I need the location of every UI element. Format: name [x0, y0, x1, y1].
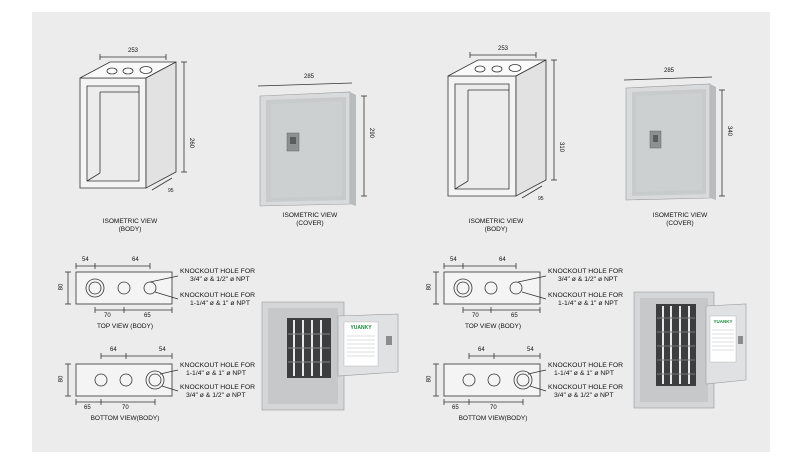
bottom-view-dim-d-2: 70	[490, 405, 497, 411]
body-depth-dimension-2: 95	[538, 196, 544, 202]
bottom-view-dim-c-2: 65	[452, 405, 459, 411]
top-view-dim-c: 70	[104, 313, 111, 319]
bottom-view-dim-a-2: 64	[478, 347, 485, 353]
cover-iso-label-line2: (COVER)	[296, 220, 324, 227]
cover-iso-label-2-line1: ISOMETRIC VIEW	[652, 212, 708, 219]
top-view-knockout-1: KNOCKOUT HOLE FOR 3/4" ø & 1/2" ø NPT	[180, 268, 255, 283]
top-knockout2-line2: 1-1/4" ø & 1" ø NPT	[190, 299, 250, 307]
body-depth-dimension: 95	[168, 188, 174, 194]
bottom-view-knockout-2: KNOCKOUT HOLE FOR 3/4" ø & 1/2" ø NPT	[180, 384, 255, 399]
body-iso-label-2-line1: ISOMETRIC VIEW	[468, 218, 524, 225]
brand-label-2: YUANKY	[713, 319, 733, 324]
bottom-view-dim-c: 65	[84, 405, 91, 411]
cover-iso-label-2: ISOMETRIC VIEW (COVER)	[650, 212, 710, 228]
cover-iso-label-line1: ISOMETRIC VIEW	[282, 212, 338, 219]
bottom-view-dim-a: 64	[110, 347, 117, 353]
top-view-dim-a-2: 54	[450, 257, 457, 263]
top-view-knockout-1-2: KNOCKOUT HOLE FOR 3/4" ø & 1/2" ø NPT	[548, 268, 623, 283]
top-view-label: TOP VIEW (BODY)	[96, 323, 154, 330]
cover-isometric-drawing	[257, 82, 367, 207]
body-width-dimension: 253	[128, 48, 139, 54]
open-panel-image	[261, 301, 399, 411]
cover-iso-label: ISOMETRIC VIEW (COVER)	[280, 212, 340, 228]
top-knockout1-2-line2: 3/4" ø & 1/2" ø NPT	[558, 275, 618, 283]
top-view-dim-d-2: 65	[511, 313, 518, 319]
top-view-dim-c-2: 70	[472, 313, 479, 319]
brand-label: YUANKY	[350, 325, 372, 331]
bottom-knockout2-line1: KNOCKOUT HOLE FOR	[180, 384, 256, 391]
body-iso-label-2-line2: (BODY)	[484, 226, 508, 233]
body-width-dimension-2: 253	[498, 46, 509, 52]
bottom-view-dim-b-2: 54	[527, 347, 534, 353]
body-iso-label-line1: ISOMETRIC VIEW	[102, 218, 158, 225]
bottom-view-label-2: BOTTOM VIEW(BODY)	[458, 415, 528, 422]
body-iso-label-line2: (BODY)	[118, 226, 142, 233]
top-view-drawing	[65, 263, 179, 313]
cover-iso-label-2-line2: (COVER)	[666, 220, 694, 227]
top-view-dim-d: 65	[144, 313, 151, 319]
body-iso-label-2: ISOMETRIC VIEW (BODY)	[466, 218, 526, 234]
bottom-view-knockout-1: KNOCKOUT HOLE FOR 1-1/4" ø & 1" ø NPT	[180, 362, 255, 377]
top-knockout1-line1: KNOCKOUT HOLE FOR	[180, 268, 256, 275]
bottom-view-dim-d: 70	[122, 405, 129, 411]
top-view-knockout-2: KNOCKOUT HOLE FOR 1-1/4" ø & 1" ø NPT	[180, 292, 255, 307]
top-knockout1-line2: 3/4" ø & 1/2" ø NPT	[190, 275, 250, 283]
cover-width-dimension-2: 285	[664, 68, 675, 74]
bottom-view-dim-b: 54	[159, 347, 166, 353]
top-view-label-2: TOP VIEW (BODY)	[464, 323, 522, 330]
top-view-knockout-2-2: KNOCKOUT HOLE FOR 1-1/4" ø & 1" ø NPT	[548, 292, 623, 307]
bottom-knockout1-2-line2: 1-1/4" ø & 1" ø NPT	[554, 369, 614, 377]
bottom-view-drawing	[65, 353, 179, 405]
top-knockout2-line1: KNOCKOUT HOLE FOR	[180, 292, 256, 299]
panel-left: 253 260 95 ISOMETRIC VIEW (BODY) 285 290…	[58, 48, 399, 422]
bottom-knockout2-line2: 3/4" ø & 1/2" ø NPT	[186, 391, 246, 399]
bottom-view-label: BOTTOM VIEW(BODY)	[90, 415, 160, 422]
bottom-view-knockout-1-2: KNOCKOUT HOLE FOR 1-1/4" ø & 1" ø NPT	[548, 362, 623, 377]
top-view-dim-a: 54	[82, 257, 89, 263]
top-view-dim-b: 64	[132, 257, 139, 263]
bottom-view-knockout-2-2: KNOCKOUT HOLE FOR 3/4" ø & 1/2" ø NPT	[548, 384, 623, 399]
cover-width-dimension: 285	[304, 74, 315, 80]
bottom-knockout1-line1: KNOCKOUT HOLE FOR	[180, 362, 256, 369]
body-iso-label: ISOMETRIC VIEW (BODY)	[100, 218, 160, 234]
top-knockout2-2-line1: KNOCKOUT HOLE FOR	[548, 292, 624, 299]
bottom-knockout1-line2: 1-1/4" ø & 1" ø NPT	[186, 369, 246, 377]
top-knockout1-2-line1: KNOCKOUT HOLE FOR	[548, 268, 624, 275]
top-view-dim-b-2: 64	[499, 257, 506, 263]
top-knockout2-2-line2: 1-1/4" ø & 1" ø NPT	[558, 299, 618, 307]
bottom-knockout1-2-line1: KNOCKOUT HOLE FOR	[548, 362, 624, 369]
bottom-knockout2-2-line2: 3/4" ø & 1/2" ø NPT	[554, 391, 614, 399]
bottom-knockout2-2-line1: KNOCKOUT HOLE FOR	[548, 384, 624, 391]
body-isometric-drawing	[79, 54, 187, 191]
